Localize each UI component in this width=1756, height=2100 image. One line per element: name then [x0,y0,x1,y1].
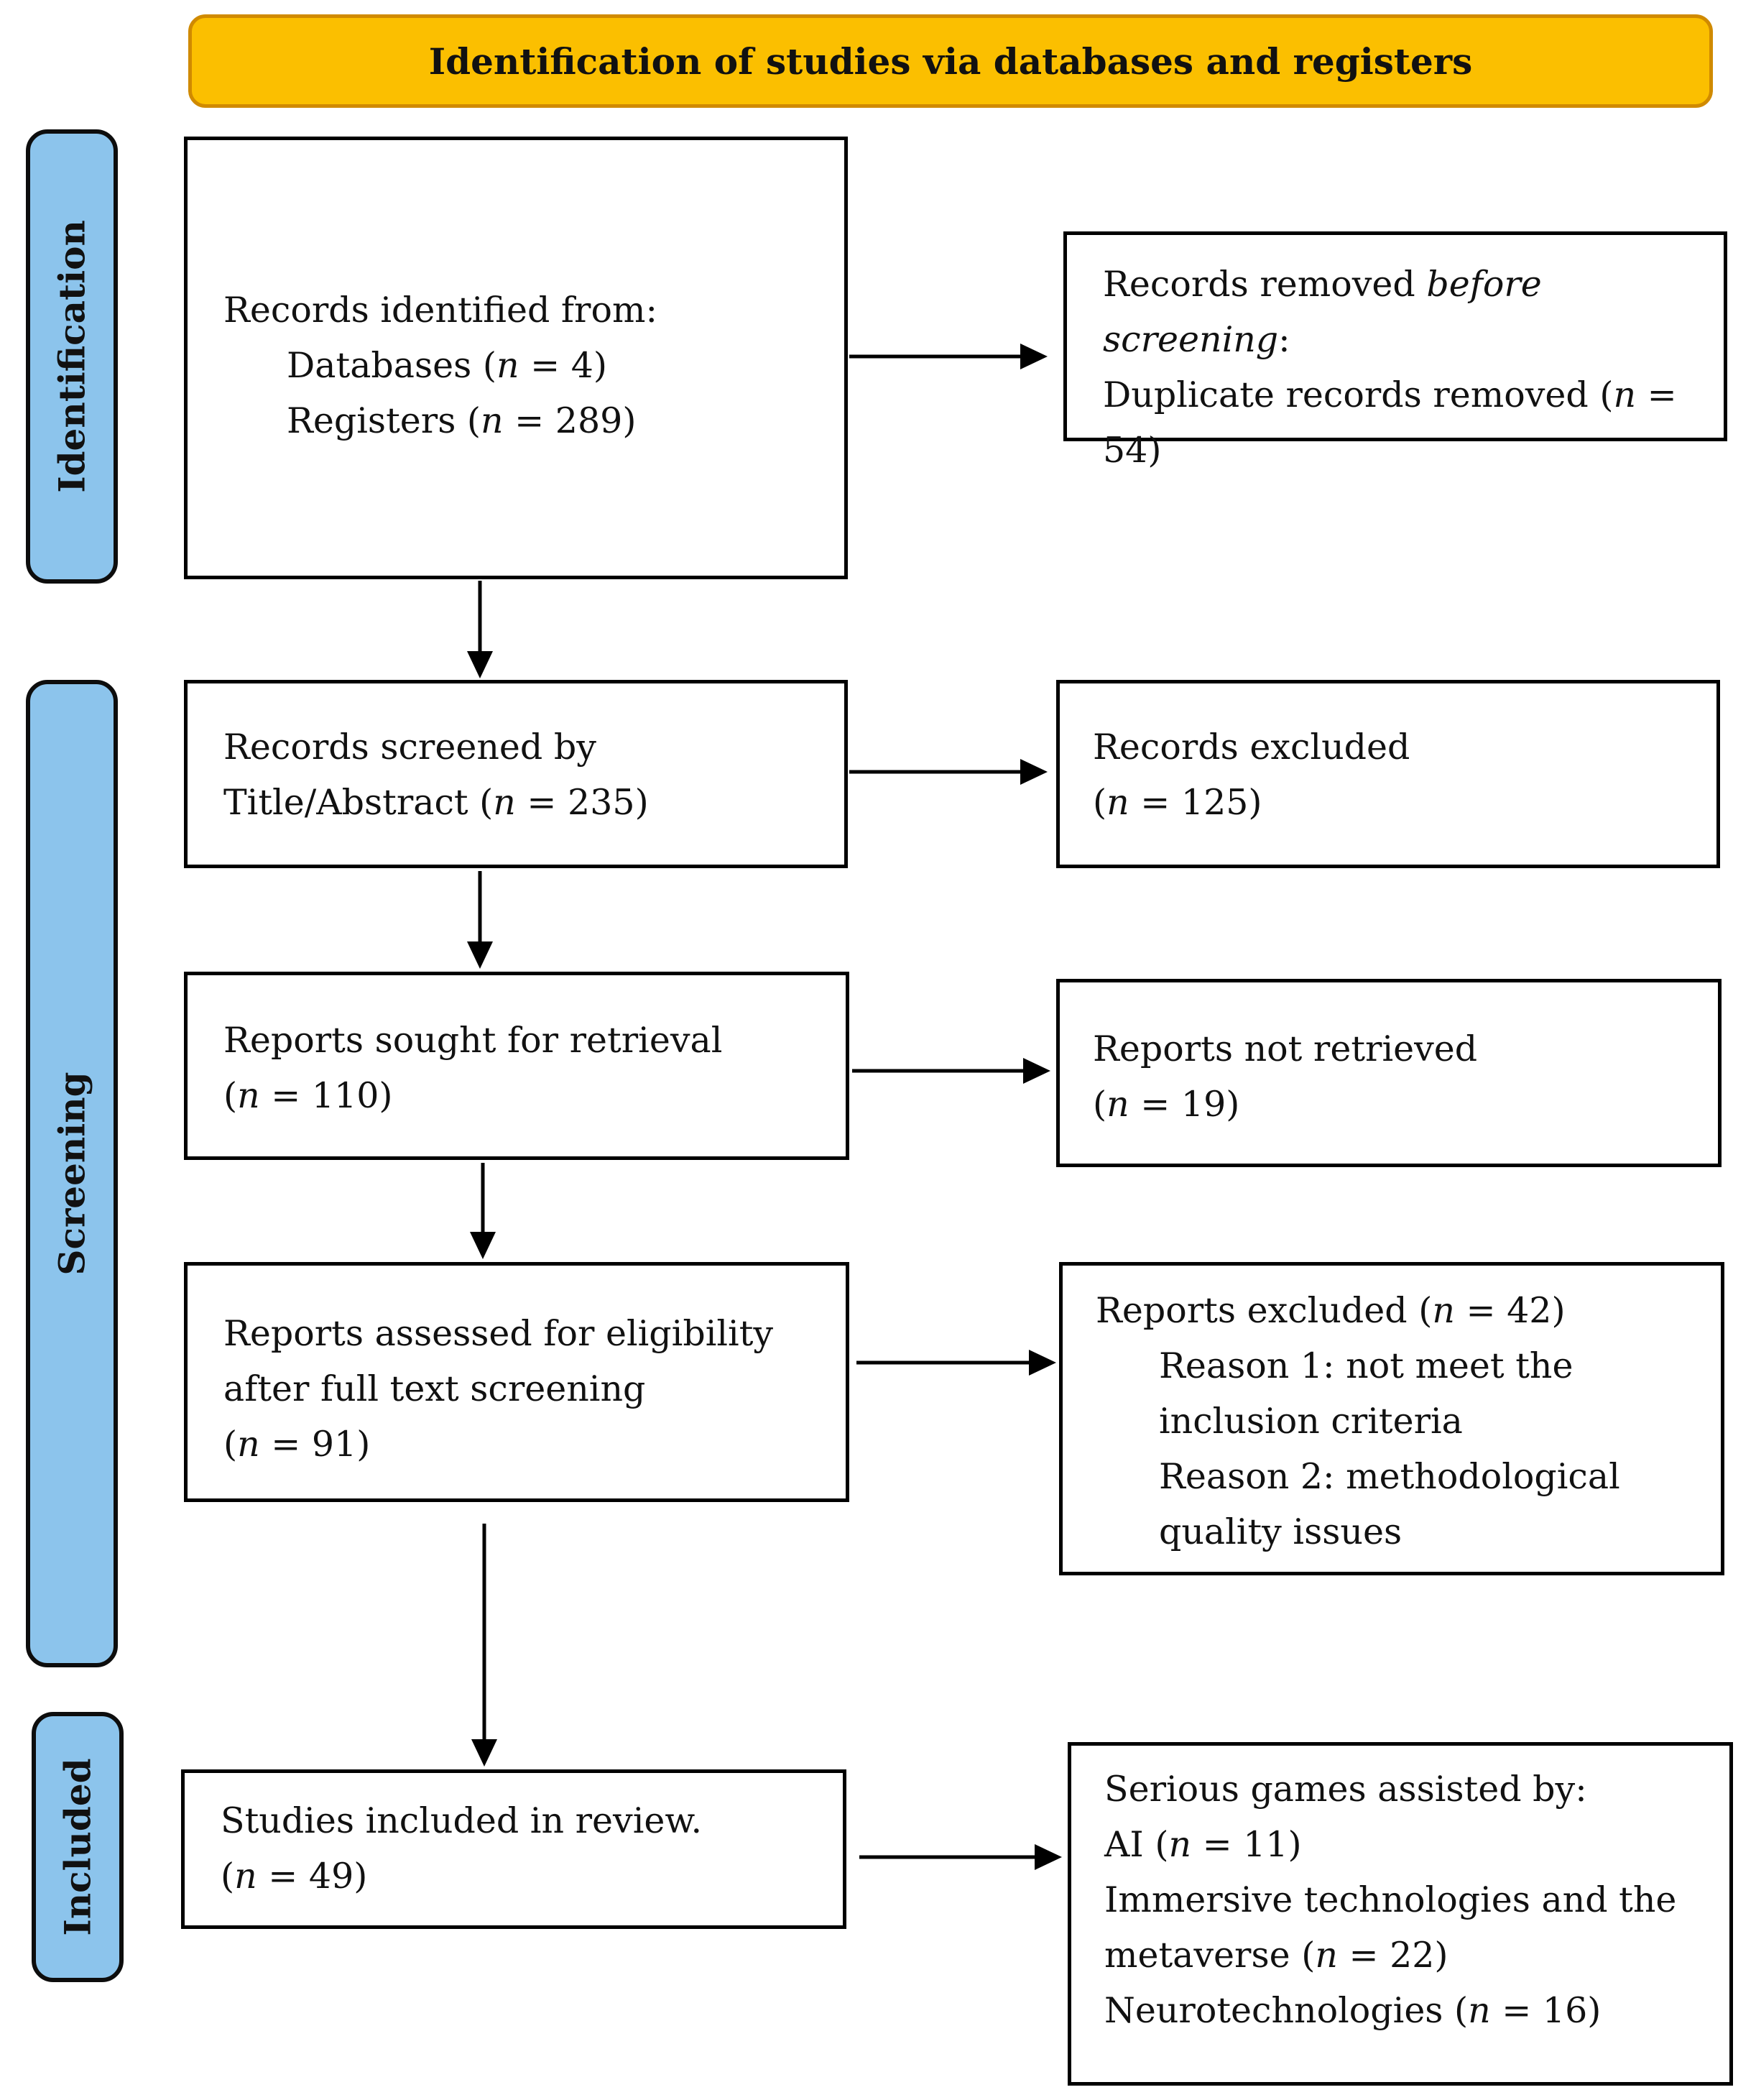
arrowhead-included-to-serious-games [1035,1844,1062,1870]
phase-identification: Identification [26,129,118,584]
databases-count: Databases (n = 4) [287,345,608,386]
reports-sought-count: (n = 110) [223,1075,393,1116]
phase-included: Included [32,1712,124,1982]
arrowhead-identified-to-screened [467,651,493,678]
serious-games-immersive-line2: metaverse (n = 22) [1104,1935,1448,1976]
records-excluded-box: Records excluded (n = 125) [1056,680,1720,868]
reports-excluded-box: Reports excluded (n = 42) Reason 1: not … [1059,1262,1724,1575]
arrowhead-screened-to-sought [467,941,493,969]
records-excluded-title: Records excluded [1093,727,1410,768]
duplicates-removed: Duplicate records removed (n = [1103,374,1677,415]
reports-not-retrieved-box: Reports not retrieved (n = 19) [1056,979,1722,1167]
reports-not-retrieved-title: Reports not retrieved [1093,1028,1478,1069]
arrowhead-sought-to-not-retrieved [1023,1058,1050,1084]
exclusion-reason-2b: quality issues [1159,1511,1403,1552]
serious-games-title: Serious games assisted by: [1104,1769,1587,1810]
records-identified-title: Records identified from: [223,290,657,331]
arrowhead-assessed-to-reports-excluded [1029,1350,1056,1376]
studies-included-box: Studies included in review. (n = 49) [181,1769,846,1929]
records-removed-heading: Records removed before screening: [1103,264,1542,360]
records-screened-line1: Records screened by [223,727,596,768]
exclusion-reason-1b: inclusion criteria [1159,1401,1463,1442]
exclusion-reason-2a: Reason 2: methodological [1159,1456,1620,1497]
reports-assessed-line2: after full text screening [223,1368,646,1409]
phase-screening: Screening [26,680,118,1667]
reports-sought-box: Reports sought for retrieval (n = 110) [184,972,849,1160]
serious-games-neuro: Neurotechnologies (n = 16) [1104,1990,1602,2031]
arrowhead-assessed-to-included [471,1739,497,1767]
reports-excluded-title: Reports excluded (n = 42) [1096,1290,1566,1331]
records-screened-count: Title/Abstract (n = 235) [223,782,649,823]
records-identified-box: Records identified from: Databases (n = … [184,137,848,579]
studies-included-count: (n = 49) [221,1856,368,1897]
registers-count: Registers (n = 289) [287,400,637,441]
records-removed-box: Records removed before screening: Duplic… [1063,231,1727,471]
serious-games-ai: AI (n = 11) [1104,1824,1302,1865]
exclusion-reason-1a: Reason 1: not meet the [1159,1345,1574,1386]
arrowhead-screened-to-excluded [1020,759,1048,785]
header-banner: Identification of studies via databases … [188,14,1713,108]
arrowhead-identified-to-removed [1020,344,1048,369]
studies-included-title: Studies included in review. [221,1800,703,1841]
serious-games-box: Serious games assisted by: AI (n = 11) I… [1068,1742,1733,2086]
reports-assessed-line1: Reports assessed for eligibility [223,1313,774,1354]
reports-sought-title: Reports sought for retrieval [223,1020,723,1061]
reports-assessed-box: Reports assessed for eligibility after f… [184,1262,849,1502]
duplicates-removed-count: 54) [1103,430,1162,471]
arrowhead-sought-to-assessed [470,1232,496,1259]
serious-games-immersive-line1: Immersive technologies and the [1104,1879,1677,1920]
reports-assessed-count: (n = 91) [223,1424,371,1465]
header-title: Identification of studies via databases … [428,40,1473,83]
records-excluded-count: (n = 125) [1093,782,1262,823]
reports-not-retrieved-count: (n = 19) [1093,1084,1240,1125]
records-screened-box: Records screened by Title/Abstract (n = … [184,680,848,868]
